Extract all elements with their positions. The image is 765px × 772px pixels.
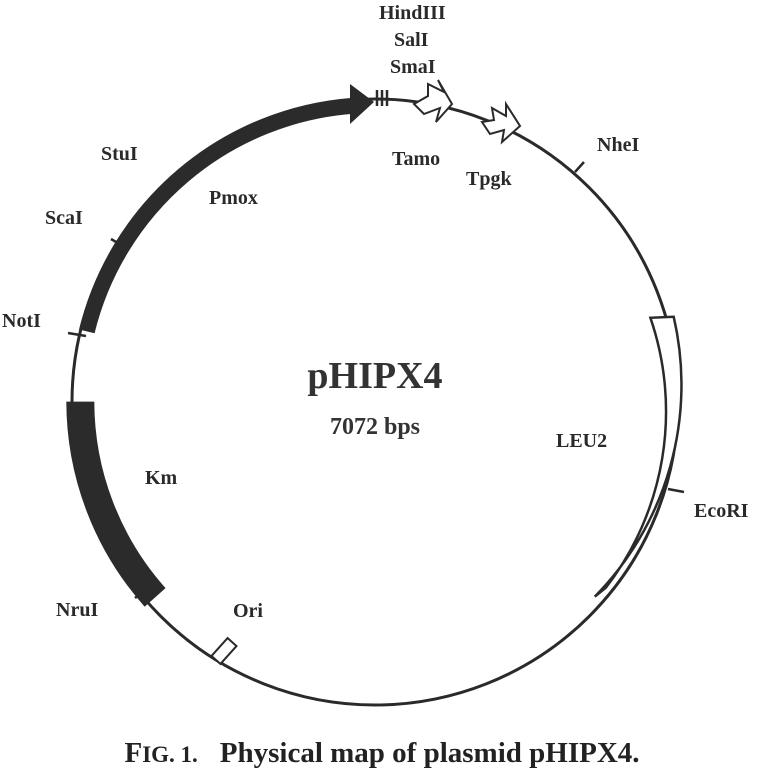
figure-caption: FIG. 1. Physical map of plasmid pHIPX4. — [124, 737, 639, 769]
feature-label-ori: Ori — [233, 600, 263, 622]
site-label-hindiii: HindIII — [379, 2, 446, 24]
ori-feature-box — [210, 636, 238, 666]
caption-fig-initial: F — [124, 737, 142, 769]
site-label-ecori: EcoRI — [694, 500, 749, 522]
feature-label-pmox: Pmox — [209, 187, 258, 209]
site-ticks — [67, 90, 685, 599]
plasmid-name: pHIPX4 — [307, 355, 442, 397]
caption-text: Physical map of plasmid pHIPX4. — [220, 737, 640, 769]
tpgk-terminator-arrow — [480, 100, 522, 145]
site-label-sali: SalI — [394, 29, 429, 51]
feature-label-leu2: LEU2 — [556, 430, 607, 452]
noti-tick — [67, 331, 87, 338]
feature-label-tamo: Tamo — [392, 148, 440, 170]
nrui-tick — [134, 588, 147, 599]
caption-fig-rest: IG. 1. — [142, 742, 198, 767]
site-label-nrui: NruI — [56, 599, 98, 621]
stui-tick — [167, 179, 178, 191]
feature-label-tpgk: Tpgk — [466, 168, 512, 190]
site-label-scai: ScaI — [45, 207, 83, 229]
plasmid-size: 7072 bps — [330, 414, 420, 440]
km-feature-arc — [66, 401, 166, 607]
feature-label-km: Km — [145, 467, 178, 489]
ecori-tick — [667, 487, 685, 494]
site-label-nhei: NheI — [597, 134, 639, 156]
pmox-feature-arc — [79, 97, 354, 334]
nhei-tick — [574, 161, 585, 173]
leu2-feature-box — [593, 315, 683, 598]
pmox-arrowhead — [350, 84, 374, 124]
site-label-noti: NotI — [2, 310, 41, 332]
tamo-terminator-arrow — [412, 79, 454, 123]
scai-tick — [110, 237, 124, 248]
site-label-stui: StuI — [101, 143, 138, 165]
site-label-smai: SmaI — [390, 56, 436, 78]
